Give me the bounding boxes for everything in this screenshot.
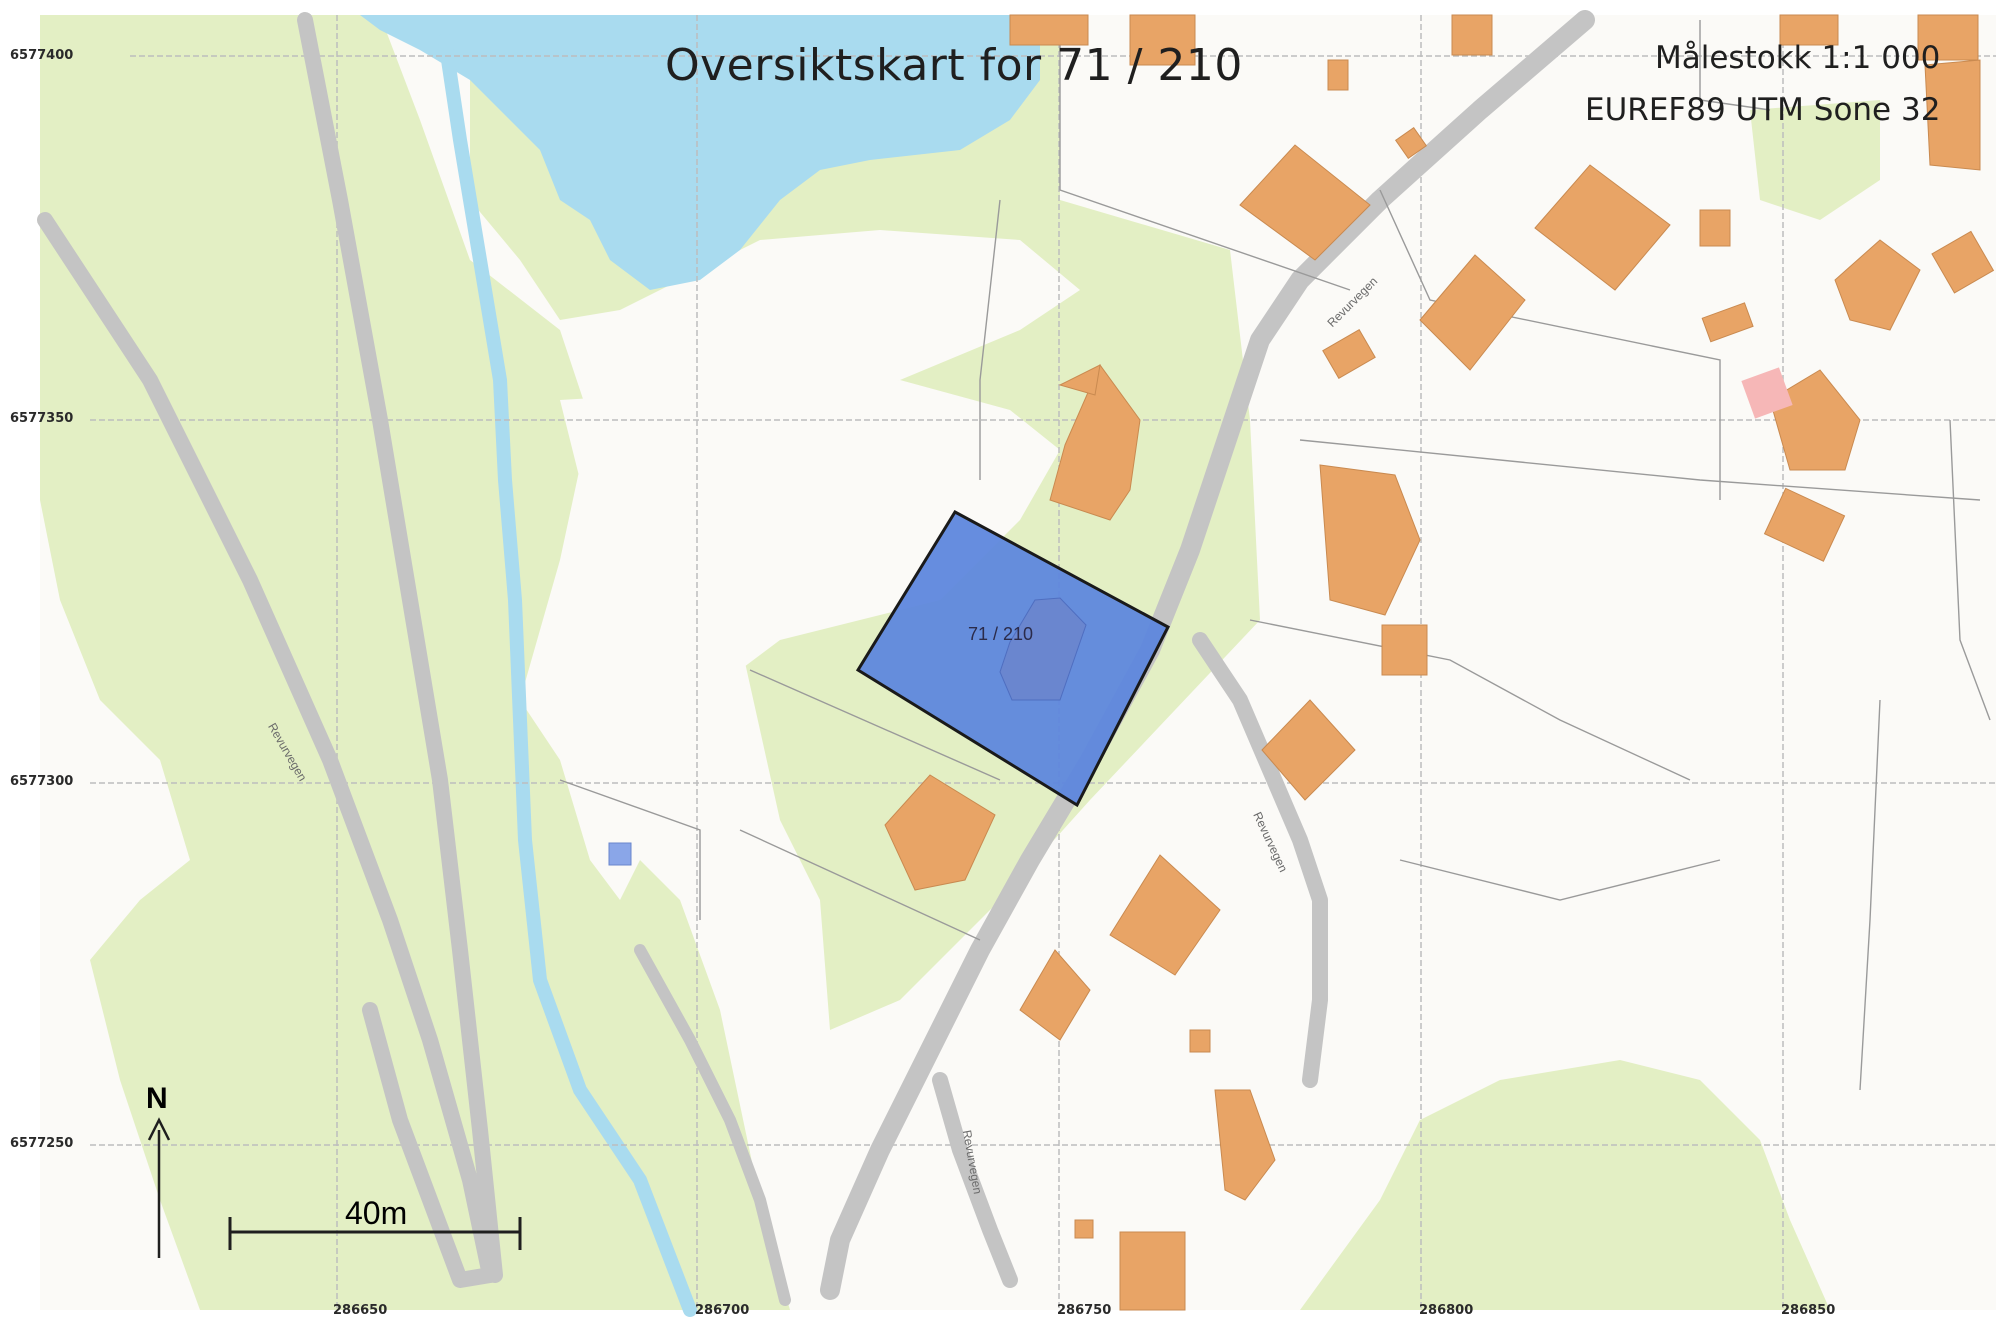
road-revurvegen-main [820, 10, 1595, 1300]
parcel-building [999, 597, 1087, 701]
crs-text: EUREF89 UTM Sone 32 [1585, 92, 1941, 128]
lake [360, 15, 1040, 290]
road-west-outer [37, 212, 498, 1288]
road-revurvegen-south [932, 1072, 1018, 1288]
north-label: N [146, 1082, 168, 1115]
road-west-inner [297, 12, 503, 1283]
parcel-label: 71 / 210 [968, 624, 1034, 644]
buildings [884, 14, 1995, 1311]
y-coord-label: 6577350 [10, 411, 74, 426]
forest-area-southeast [1300, 1060, 1830, 1310]
y-coord-label: 6577300 [10, 774, 74, 789]
scale-text: Målestokk 1:1 000 [1655, 40, 1941, 76]
x-coord-label: 286700 [695, 1303, 750, 1318]
north-arrow-icon [147, 1117, 171, 1258]
x-coord-label: 286650 [333, 1303, 388, 1318]
road-path-southwest [634, 944, 791, 1306]
y-coord-label: 6577400 [10, 48, 74, 63]
scale-bar-label: 40m [345, 1195, 408, 1231]
stream [438, 33, 697, 1317]
scale-bar-icon [228, 1217, 522, 1250]
roads [37, 10, 1595, 1306]
property-lines [559, 20, 1991, 1091]
clearing-white [560, 380, 1060, 900]
x-coord-label: 286850 [1781, 1303, 1836, 1318]
small-blue-feature [608, 842, 632, 866]
y-coord-label: 6577250 [10, 1136, 74, 1151]
pink-feature [1741, 367, 1793, 419]
x-coord-label: 286800 [1419, 1303, 1474, 1318]
x-coord-label: 286750 [1057, 1303, 1112, 1318]
road-revurvegen-branch [1192, 632, 1328, 1088]
map-title: Oversiktskart for 71 / 210 [665, 40, 1243, 91]
